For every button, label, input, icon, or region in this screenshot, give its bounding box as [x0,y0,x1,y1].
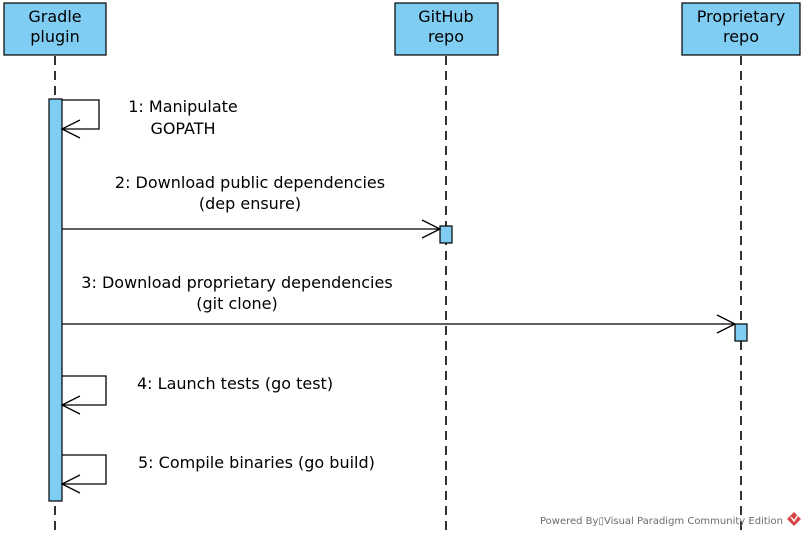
participant-name-line-1: GitHub [418,7,473,26]
participant-proprietary-repo: Proprietary repo [681,2,801,56]
message-4: 4: Launch tests (go test) [60,374,333,415]
message-label-line-2: (dep ensure) [199,194,301,213]
message-1: 1: Manipulate GOPATH [60,97,238,139]
open-arrowhead-icon [421,219,442,239]
message-2: 2: Download public dependencies (dep ens… [62,173,442,239]
open-arrowhead-icon [60,474,81,494]
activation-bar-proprietary-repo [734,323,748,342]
open-arrowhead-icon [60,119,81,139]
message-label: 5: Compile binaries (go build) [138,453,375,472]
message-label-line-1: 2: Download public dependencies [115,173,385,192]
message-3: 3: Download proprietary dependencies (gi… [62,273,737,334]
participant-gradle-plugin: Gradle plugin [3,2,107,56]
self-call-arrow [62,454,107,485]
activation-bar-github-repo [439,225,453,244]
message-label-line-2: (git clone) [196,294,277,313]
message-label-line-1: 1: Manipulate [128,97,238,116]
self-call-arrow [62,99,100,130]
participant-github-repo: GitHub repo [394,2,499,56]
participant-name-line-2: repo [723,27,759,46]
message-label: 4: Launch tests (go test) [137,374,333,393]
participant-name-line-1: Gradle [28,7,81,26]
visual-paradigm-logo-icon [787,512,801,526]
self-call-arrow [62,375,107,406]
open-arrowhead-icon [716,314,737,334]
message-5: 5: Compile binaries (go build) [60,453,375,494]
message-label-line-2: GOPATH [150,119,215,138]
participant-name-line-1: Proprietary [697,7,786,26]
footer-watermark: Powered By▯Visual Paradigm Community Edi… [540,512,801,527]
participant-name-line-2: repo [428,27,464,46]
message-label-line-1: 3: Download proprietary dependencies [81,273,392,292]
open-arrowhead-icon [60,395,81,415]
participant-name-line-2: plugin [30,27,79,46]
activation-bar-gradle-plugin [48,98,63,502]
footer-text: Powered By▯Visual Paradigm Community Edi… [540,516,783,527]
